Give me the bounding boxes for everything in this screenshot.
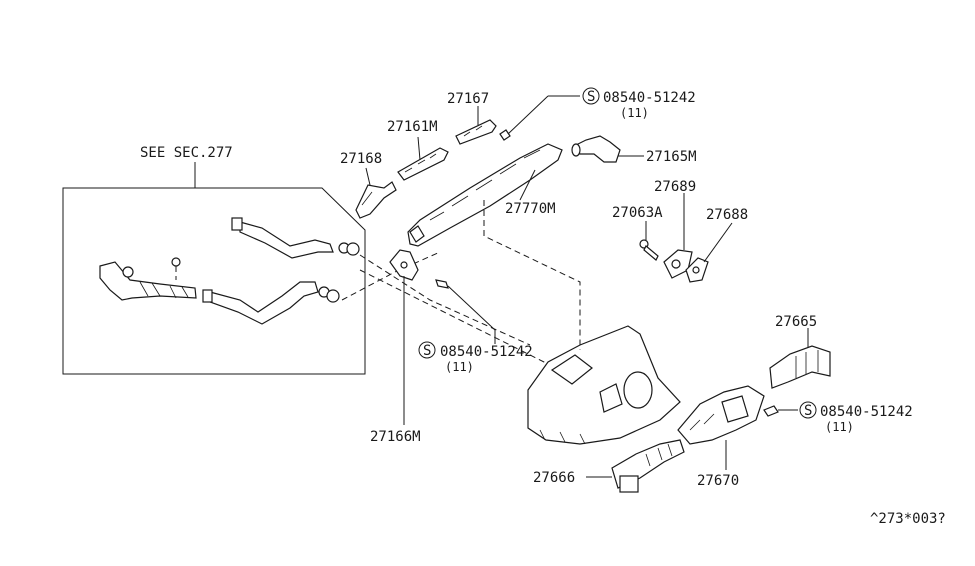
screw-symbol-top-letter: S — [587, 89, 595, 105]
figure-code: ^273*003? — [870, 511, 946, 527]
leader-27688 — [703, 222, 733, 263]
heater-hose-lower — [202, 281, 340, 325]
screw-qty-top: (11) — [620, 106, 649, 120]
screw-symbol-right — [799, 401, 817, 419]
part-27063A-screw — [639, 239, 659, 261]
screw-part-right: 08540-51242 — [820, 404, 913, 420]
part-27670-duct — [677, 385, 765, 445]
callout-27689: 27689 — [654, 179, 696, 195]
connection-dash-4 — [483, 200, 581, 350]
screw-symbol-middle — [418, 341, 436, 359]
callout-27161M: 27161M — [387, 119, 438, 135]
screw-part-top: 08540-51242 — [603, 90, 696, 106]
part-27165M-duct — [571, 135, 621, 163]
part-27688-plate — [685, 257, 709, 283]
callout-27665: 27665 — [775, 314, 817, 330]
screw-qty-right: (11) — [825, 420, 854, 434]
heater-hose-upper — [231, 217, 360, 259]
callout-27670: 27670 — [697, 473, 739, 489]
leader-27168 — [365, 167, 371, 186]
callout-27168: 27168 — [340, 151, 382, 167]
part-27665-duct — [769, 345, 831, 389]
part-27689-gasket — [663, 249, 693, 279]
connection-dash-2 — [359, 254, 531, 346]
screw-right — [763, 405, 798, 417]
callout-27688: 27688 — [706, 207, 748, 223]
callout-27167: 27167 — [447, 91, 489, 107]
leader-27161M — [417, 136, 421, 161]
connection-dash-3 — [359, 269, 581, 381]
callout-27770M: 27770M — [505, 201, 556, 217]
callout-27666: 27666 — [533, 470, 575, 486]
screw-top — [499, 95, 580, 141]
heater-unit-housing — [527, 325, 681, 445]
screw-qty-middle: (11) — [445, 360, 474, 374]
section-reference-label: SEE SEC.277 — [140, 145, 233, 161]
part-27167-bracket — [455, 119, 497, 145]
part-27666-duct — [611, 439, 685, 493]
connection-dash-1 — [341, 251, 441, 301]
part-27168-bracket — [355, 181, 397, 219]
part-27166M-bracket — [389, 249, 419, 281]
callout-27166M: 27166M — [370, 429, 421, 445]
heater-hose-joint-assembly — [99, 257, 197, 301]
screw-middle — [435, 279, 496, 344]
screw-part-middle: 08540-51242 — [440, 344, 533, 360]
leader-27770M — [519, 169, 536, 201]
part-27770M-duct — [407, 143, 563, 247]
screw-symbol-middle-letter: S — [423, 343, 431, 359]
reference-box — [62, 187, 366, 375]
part-27161M-bracket — [397, 147, 449, 181]
callout-27063A: 27063A — [612, 205, 663, 221]
callout-27165M: 27165M — [646, 149, 697, 165]
screw-symbol-top — [582, 87, 600, 105]
screw-symbol-right-letter: S — [804, 403, 812, 419]
